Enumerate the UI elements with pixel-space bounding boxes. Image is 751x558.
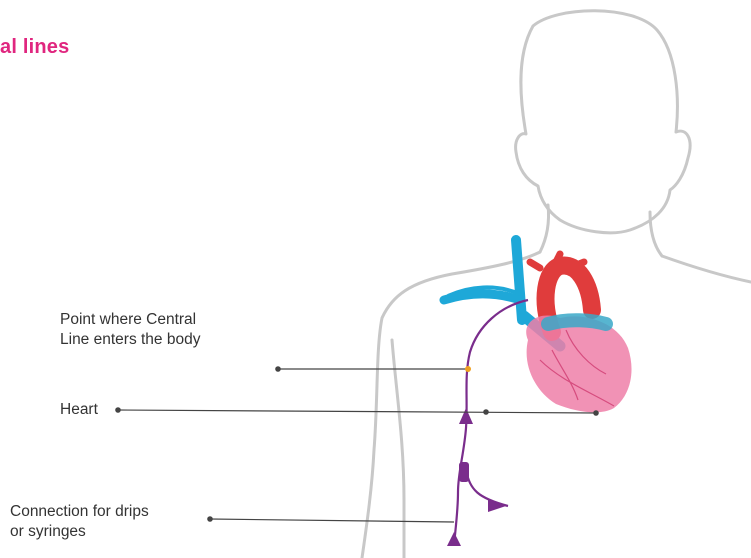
leader-lines: [116, 366, 598, 522]
central-line-catheter-icon: [447, 300, 528, 546]
entry-point-label: Point where Central Line enters the body: [60, 310, 200, 350]
human-body-outline-icon: [362, 11, 751, 558]
connection-leader-line: [210, 519, 454, 522]
heart-illustration-icon: [444, 240, 632, 412]
entry-point-marker: [465, 366, 471, 372]
heart-leader-line: [118, 410, 596, 413]
heart-label: Heart: [60, 400, 98, 420]
connection-label: Connection for drips or syringes: [10, 502, 149, 542]
